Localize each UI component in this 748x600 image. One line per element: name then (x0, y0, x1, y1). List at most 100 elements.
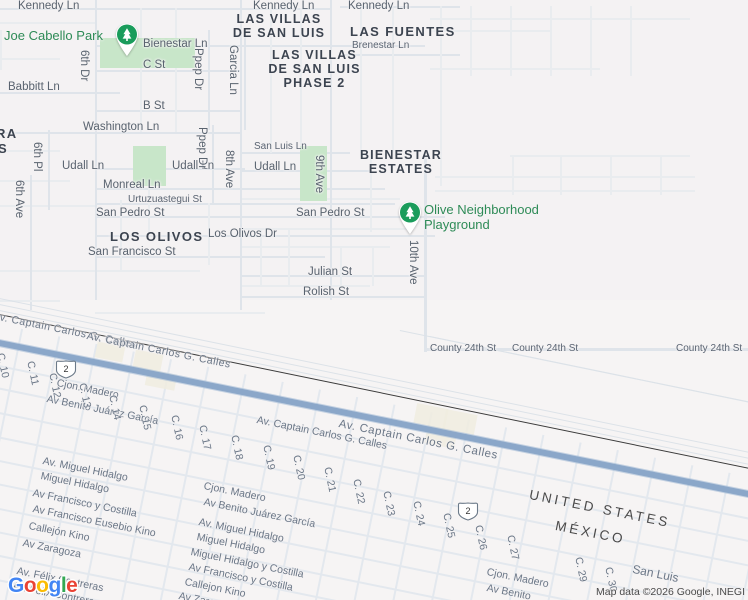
label-san-pedro-st-2: San Pedro St (296, 207, 365, 219)
street-ppep-dr-north[interactable] (208, 30, 210, 130)
street-block-v7 (440, 6, 442, 186)
street-block-v1 (140, 8, 142, 132)
neighborhood-las-fuentes: LAS FUENTES (350, 24, 456, 39)
highway-shield-2-east[interactable]: 2 (457, 502, 479, 521)
street-block-v21 (372, 246, 374, 286)
street-block-v14 (560, 155, 562, 195)
label-urtuzuastegui-st: Urtuzuastegui St (128, 194, 202, 205)
street-block-h4 (0, 180, 70, 182)
neighborhood-los-olivos: LOS OLIVOS (110, 229, 204, 244)
street-block-v22 (148, 188, 150, 234)
park-joe-cabello (100, 38, 195, 68)
label-udall-ln-3: Udall Ln (254, 161, 297, 173)
street-block-v6 (392, 8, 394, 153)
street-urtuzuastegui-st[interactable] (95, 203, 395, 205)
street-washington-ln[interactable] (0, 132, 240, 134)
park-green-1 (133, 146, 166, 186)
street-county-24th-st[interactable] (424, 348, 748, 351)
label-county-24th-st-3: County 24th St (676, 343, 743, 354)
label-kennedy-ln-1: Kennedy Ln (18, 0, 80, 12)
street-block-v3 (270, 8, 272, 153)
street-block-h14 (240, 228, 410, 230)
street-kennedy-ln[interactable] (0, 8, 330, 10)
street-block-v16 (660, 155, 662, 195)
street-6th-pl[interactable] (48, 130, 50, 210)
street-rolish-st[interactable] (240, 296, 425, 298)
neighborhood-bienestar-estates: BIENESTAR ESTATES (341, 148, 461, 176)
street-san-luis-ln[interactable] (240, 152, 350, 154)
street-block-v25 (208, 203, 210, 265)
label-6th-dr: 6th Dr (78, 50, 90, 82)
label-6th-ave: 6th Ave (13, 180, 25, 219)
label-ppep-dr-2: Ppep Dr (196, 127, 208, 170)
label-partial-left-1: RA (0, 126, 18, 141)
street-block-v24 (120, 200, 122, 270)
street-curve-b (0, 300, 60, 302)
street-block-h10 (435, 176, 695, 178)
label-b-st: B St (143, 100, 165, 112)
street-babbitt-ln[interactable] (0, 92, 120, 94)
label-county-24th-st-2: County 24th St (512, 343, 579, 354)
street-block-h6 (430, 18, 690, 20)
poi-marker-joe-cabello-park[interactable] (113, 21, 141, 57)
label-8th-ave: 8th Ave (223, 150, 235, 189)
label-udall-ln-2: Udall Ln (172, 160, 215, 172)
label-kennedy-ln-3: Kennedy Ln (348, 0, 410, 12)
neighborhood-las-villas-phase-2: LAS VILLAS DE SAN LUIS PHASE 2 (242, 48, 387, 90)
label-partial-left-2: S (0, 141, 9, 156)
label-rolish-st: Rolish St (303, 286, 350, 298)
street-8th-ave[interactable] (240, 0, 242, 310)
street-block-h5 (0, 270, 200, 272)
street-block-v8 (470, 6, 472, 76)
label-bienestar-ln: Bienestar Ln (143, 38, 208, 50)
neighborhood-p2-line-3: PHASE 2 (283, 76, 346, 90)
neighborhood-be-line-1: BIENESTAR (359, 148, 443, 162)
label-babbitt-ln: Babbitt Ln (8, 81, 60, 93)
street-block-v19 (288, 228, 290, 286)
street-block-h3 (0, 150, 60, 152)
street-block-v10 (550, 6, 552, 76)
label-brenestar-ln: Brenestar Ln (352, 40, 410, 51)
neighborhood-be-line-2: ESTATES (368, 162, 434, 176)
poi-marker-olive-playground[interactable] (396, 199, 424, 235)
street-block-h9 (510, 155, 690, 157)
svg-text:2: 2 (465, 506, 470, 516)
street-los-olivos-dr[interactable] (95, 235, 435, 237)
street-kennedy-ln-2[interactable] (340, 6, 460, 8)
street-brenestar-ln[interactable] (340, 54, 460, 56)
label-kennedy-ln-2: Kennedy Ln (253, 0, 315, 12)
label-los-olivos-dr: Los Olivos Dr (208, 228, 278, 240)
label-san-luis-ln: San Luis Ln (254, 141, 307, 152)
street-julian-st[interactable] (240, 275, 425, 277)
street-block-v18 (260, 228, 262, 286)
street-block-h2 (0, 58, 60, 60)
street-bienestar-ln[interactable] (95, 45, 425, 47)
street-10th-ave[interactable] (424, 152, 427, 352)
street-san-pedro-st[interactable] (95, 216, 445, 218)
street-block-h15 (240, 246, 390, 248)
park-green-2 (300, 146, 327, 201)
street-garcia-ln[interactable] (244, 30, 246, 130)
svg-text:2: 2 (63, 364, 68, 374)
street-6th-ave[interactable] (30, 175, 32, 310)
street-b-st[interactable] (95, 110, 240, 112)
street-block-v15 (610, 155, 612, 195)
street-9th-ave[interactable] (330, 0, 332, 300)
street-san-francisco-st[interactable] (95, 256, 325, 258)
street-6th-dr[interactable] (95, 0, 97, 300)
neighborhood-las-villas-de-san-luis: LAS VILLAS DE SAN LUIS (214, 12, 344, 40)
label-county-24th-st-1: County 24th St (430, 343, 497, 354)
highway-shield-2-west[interactable]: 2 (55, 360, 77, 379)
street-ppep-dr-south[interactable] (212, 125, 214, 203)
street-block-v17 (370, 152, 372, 232)
label-washington-ln: Washington Ln (83, 121, 160, 133)
poi-label-joe-cabello-park[interactable]: Joe Cabello Park (4, 28, 103, 43)
street-c-st[interactable] (95, 70, 240, 72)
poi-label-olive-playground[interactable]: Olive Neighborhood Playground (424, 202, 539, 232)
label-udall-ln-1: Udall Ln (62, 160, 105, 172)
street-block-h11 (435, 190, 695, 192)
street-udall-ln-west[interactable] (95, 168, 245, 170)
label-san-pedro-st-1: San Pedro St (96, 207, 165, 219)
google-logo[interactable]: Google (8, 574, 78, 597)
